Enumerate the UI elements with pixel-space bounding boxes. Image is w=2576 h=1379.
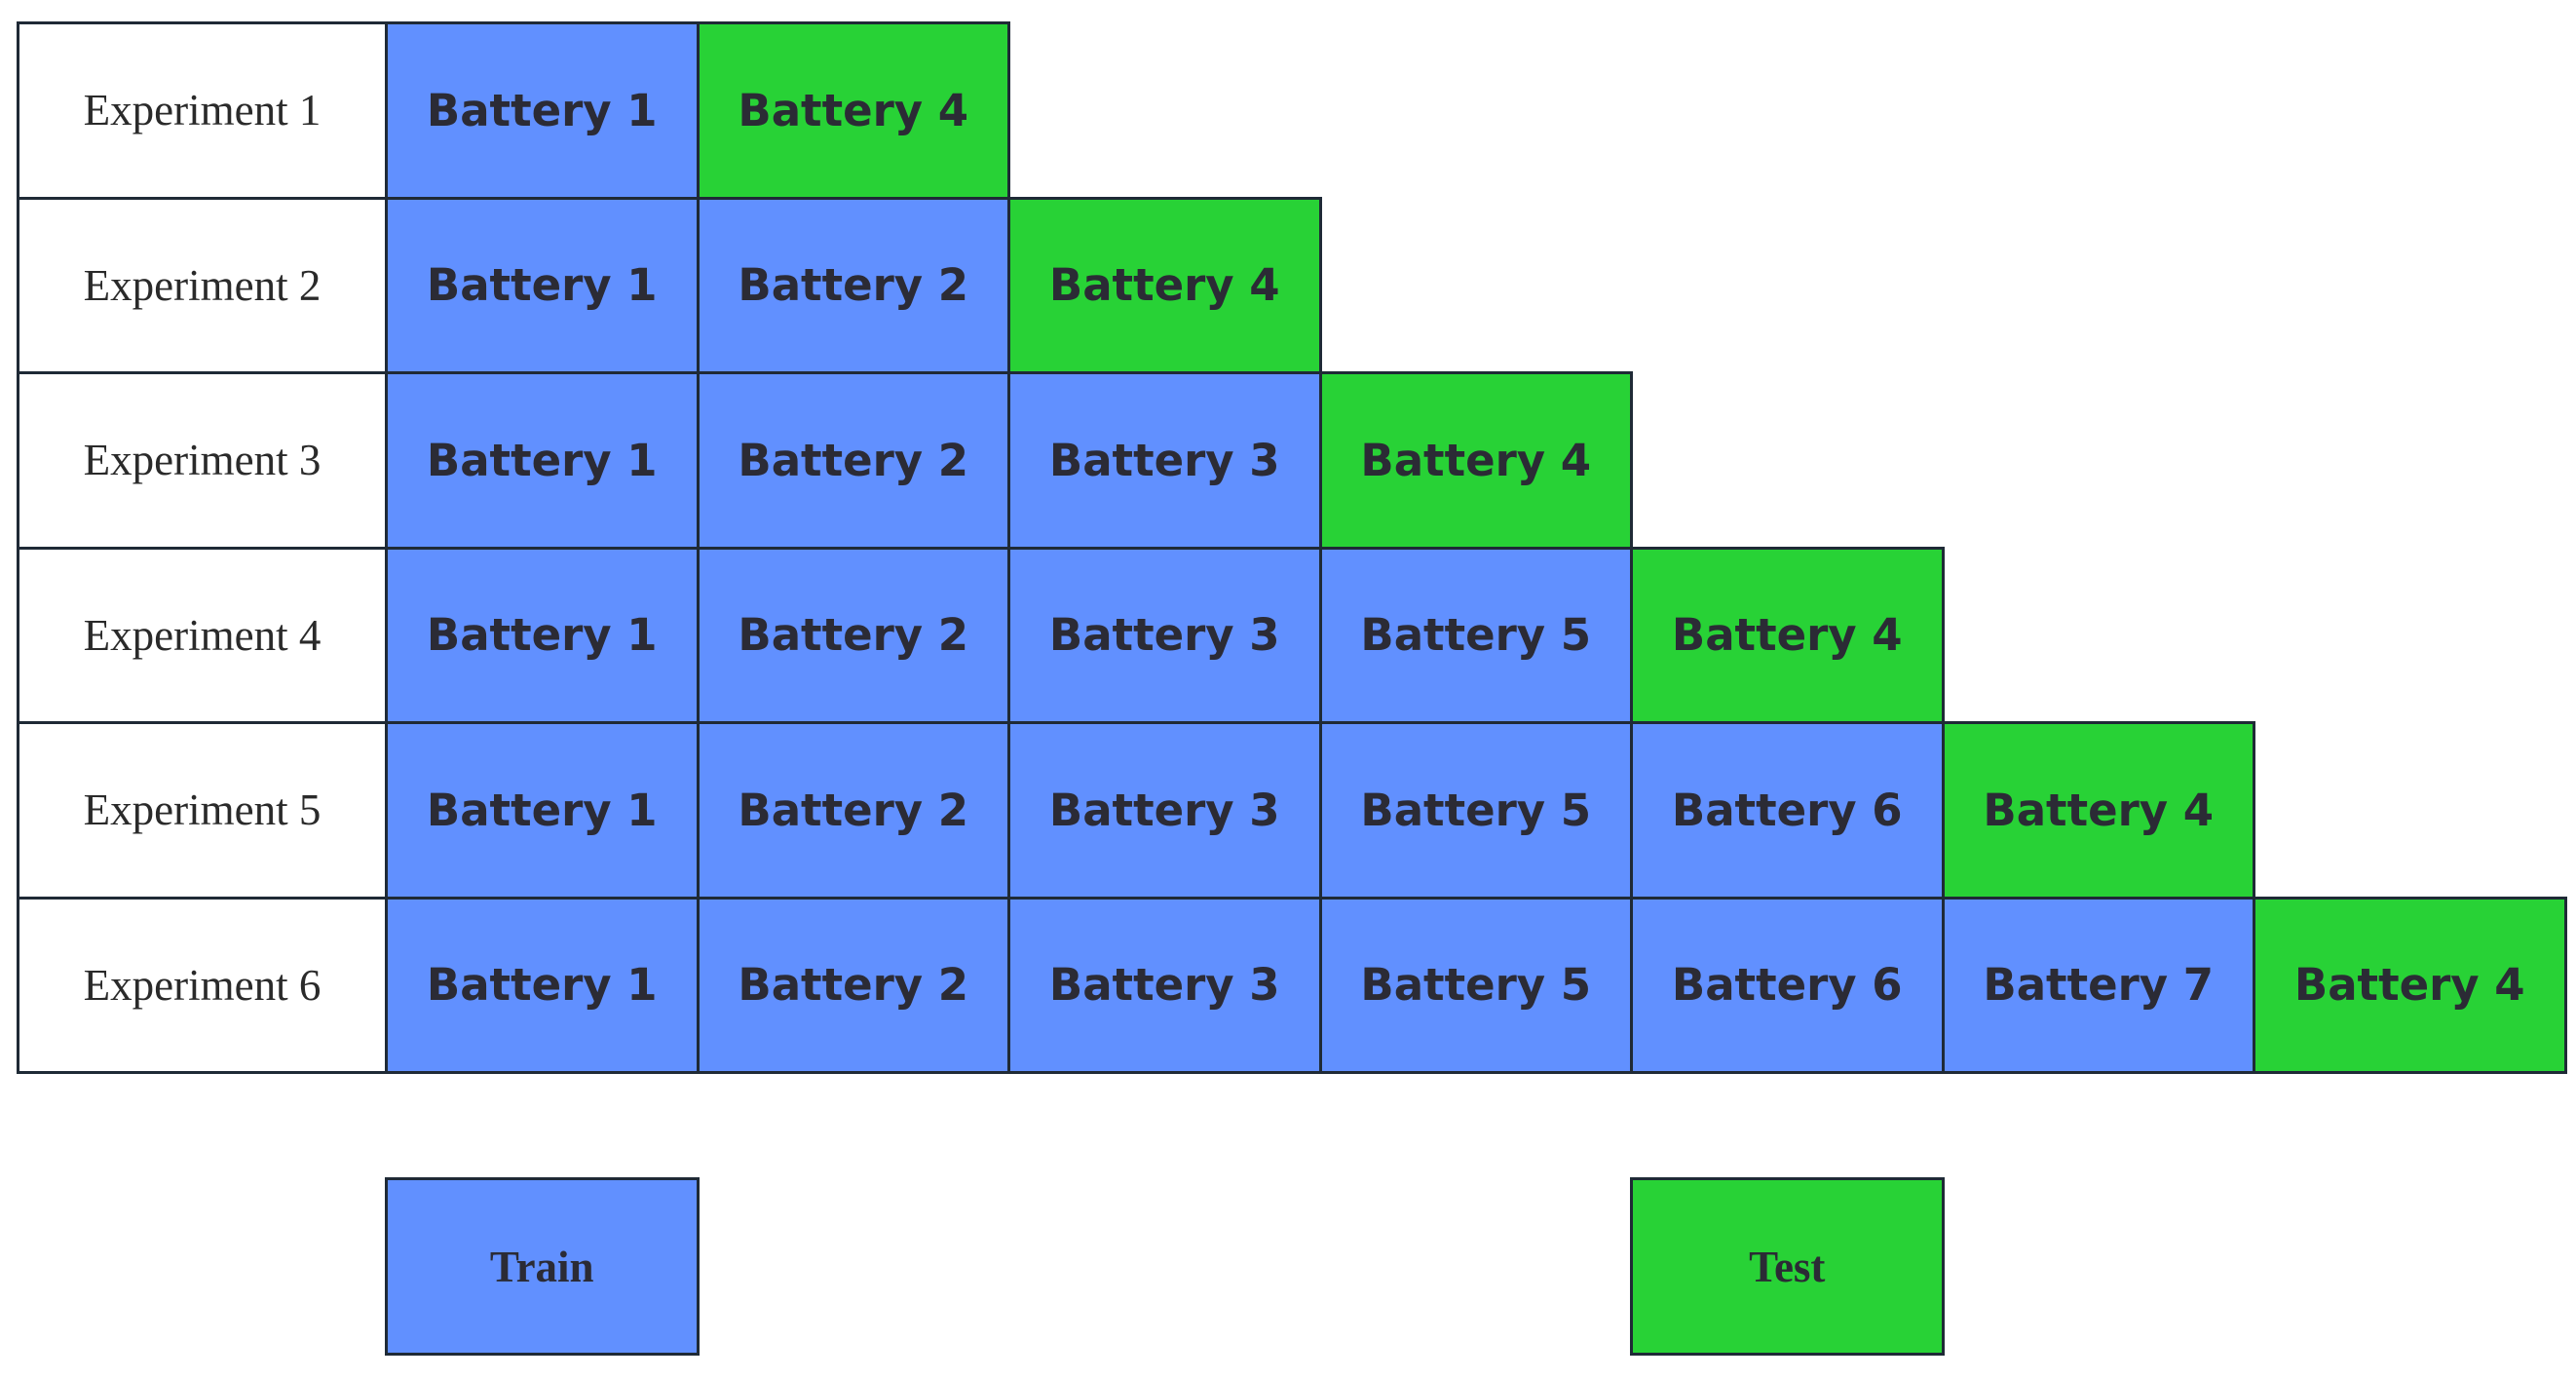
- experiment-label: Experiment 3: [17, 371, 388, 550]
- train-battery-cell: Battery 1: [385, 721, 700, 900]
- train-battery-cell: Battery 1: [385, 196, 700, 374]
- train-battery-cell: Battery 7: [1941, 896, 2255, 1074]
- experiment-label: Experiment 5: [17, 721, 388, 900]
- train-battery-cell: Battery 2: [696, 896, 1010, 1074]
- legend-train: Train: [385, 1177, 700, 1356]
- experiment-label: Experiment 1: [17, 21, 388, 200]
- train-battery-cell: Battery 5: [1318, 721, 1633, 900]
- train-battery-cell: Battery 5: [1318, 896, 1633, 1074]
- train-battery-cell: Battery 1: [385, 546, 700, 724]
- test-battery-cell: Battery 4: [1941, 721, 2255, 900]
- train-battery-cell: Battery 5: [1318, 546, 1633, 724]
- train-battery-cell: Battery 3: [1007, 896, 1322, 1074]
- train-battery-cell: Battery 3: [1007, 546, 1322, 724]
- test-battery-cell: Battery 4: [1630, 546, 1945, 724]
- train-battery-cell: Battery 1: [385, 371, 700, 550]
- test-battery-cell: Battery 4: [1318, 371, 1633, 550]
- test-battery-cell: Battery 4: [696, 21, 1010, 200]
- experiment-label: Experiment 4: [17, 546, 388, 724]
- experiment-label: Experiment 2: [17, 196, 388, 374]
- train-battery-cell: Battery 1: [385, 896, 700, 1074]
- experiment-label: Experiment 6: [17, 896, 388, 1074]
- train-battery-cell: Battery 2: [696, 721, 1010, 900]
- test-battery-cell: Battery 4: [2253, 896, 2567, 1074]
- train-battery-cell: Battery 3: [1007, 721, 1322, 900]
- test-battery-cell: Battery 4: [1007, 196, 1322, 374]
- train-battery-cell: Battery 2: [696, 196, 1010, 374]
- train-battery-cell: Battery 6: [1630, 896, 1945, 1074]
- train-battery-cell: Battery 2: [696, 546, 1010, 724]
- train-battery-cell: Battery 1: [385, 21, 700, 200]
- train-battery-cell: Battery 3: [1007, 371, 1322, 550]
- legend-test: Test: [1630, 1177, 1945, 1356]
- train-battery-cell: Battery 2: [696, 371, 1010, 550]
- train-battery-cell: Battery 6: [1630, 721, 1945, 900]
